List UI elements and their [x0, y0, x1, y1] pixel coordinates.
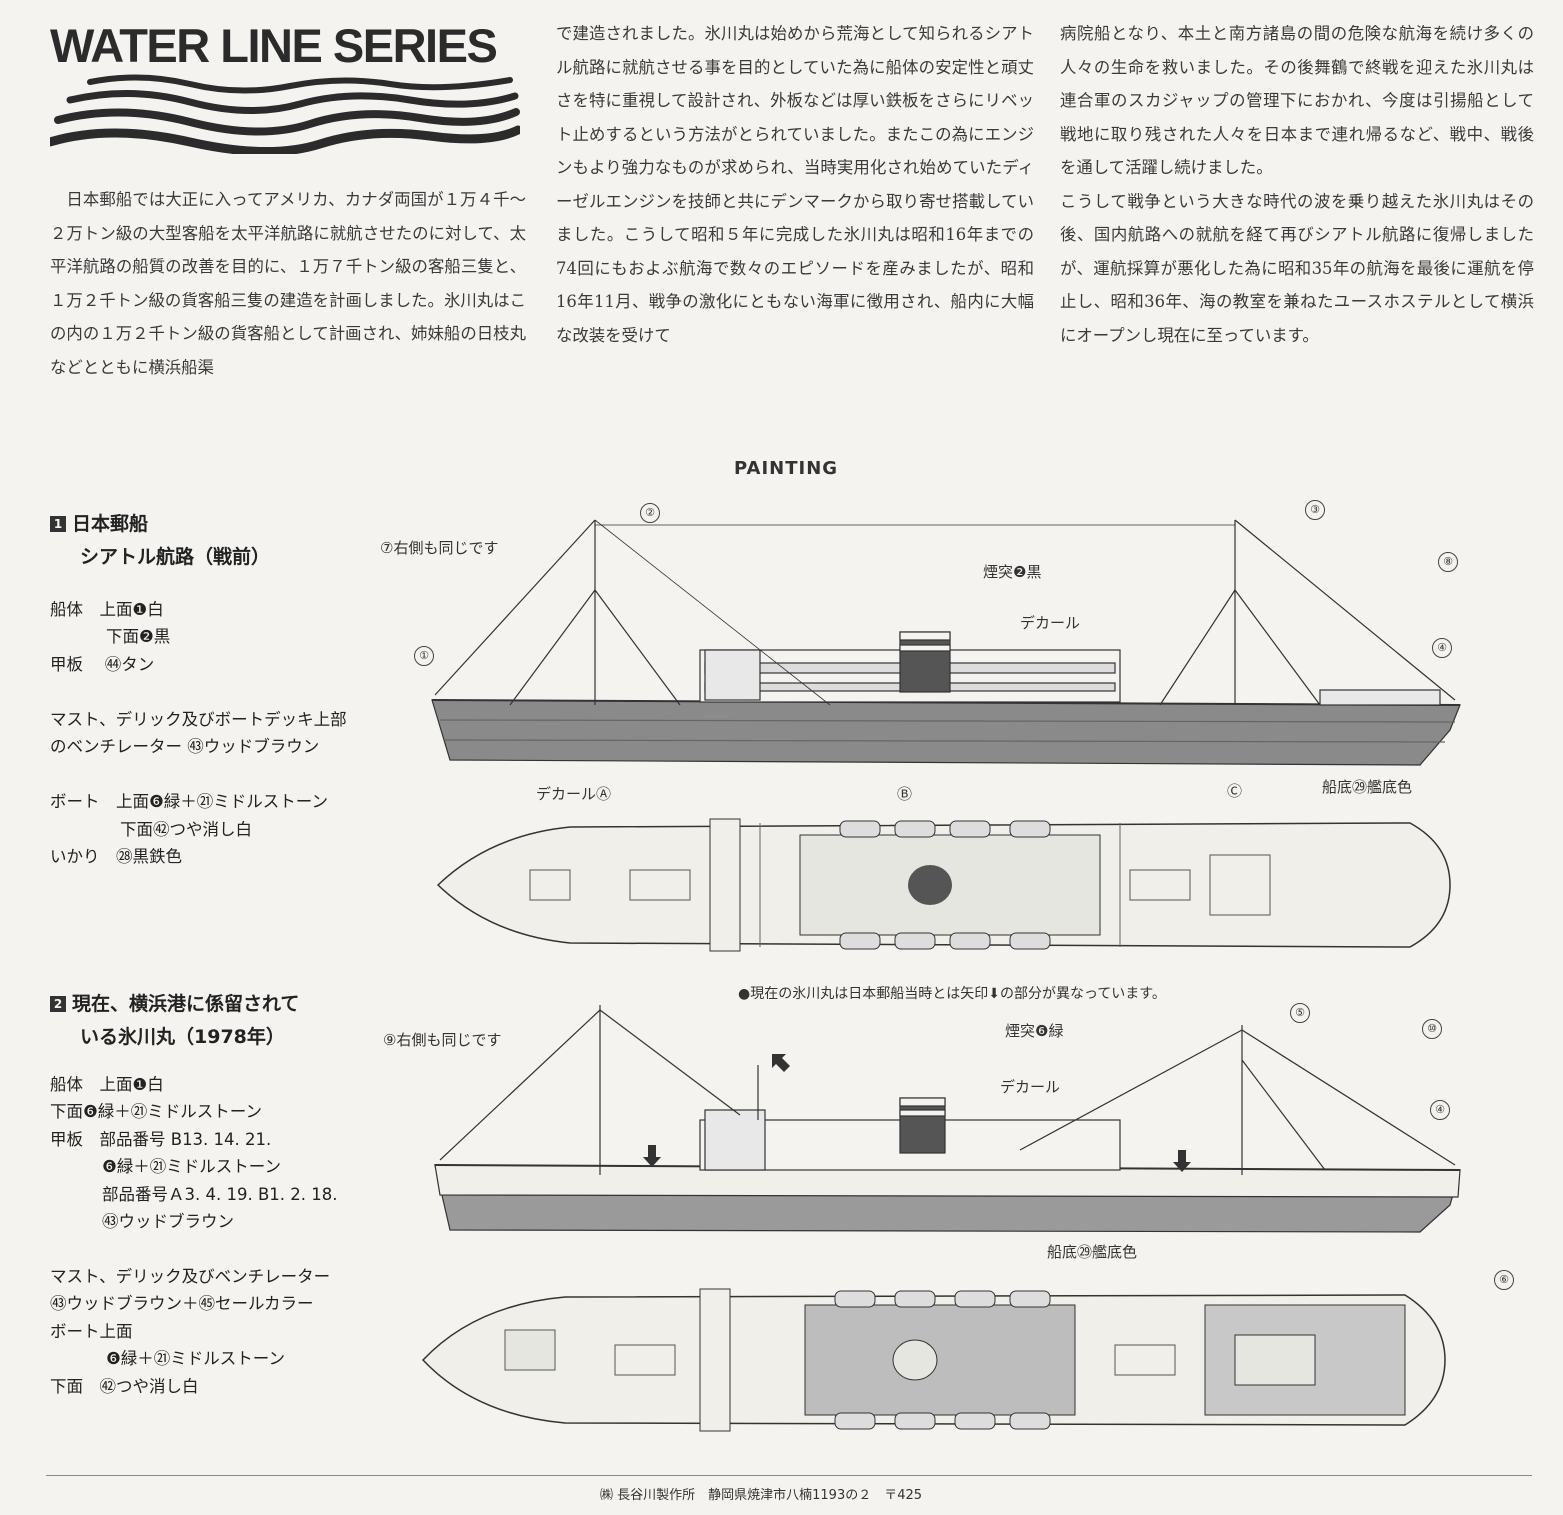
- callout-8: ⑧: [1438, 552, 1458, 572]
- spec-line: のベンチレーター ㊸ウッドブラウン: [50, 737, 320, 756]
- series-title: WATER LINE SERIES: [50, 19, 498, 72]
- wave-emblem: [50, 74, 520, 154]
- difference-note: ●現在の氷川丸は日本郵船当時とは矢印⬇の部分が異なっています。: [738, 986, 1166, 1002]
- spec-line: 下面❻緑＋㉑ミドルストーン: [50, 1102, 262, 1121]
- painting-heading: PAINTING: [734, 458, 839, 479]
- same-right-note: ⑦右側も同じです: [380, 539, 499, 557]
- spec-line: 下面❷黒: [106, 627, 171, 646]
- footer-divider: [46, 1475, 1532, 1476]
- hull-bottom-label-2: 船底㉙艦底色: [1047, 1243, 1138, 1261]
- article-column-1: 日本郵船では大正に入ってアメリカ、カナダ両国が１万４千〜２万トン級の大型客船を太…: [50, 183, 526, 384]
- spec-line: 下面㊷つや消し白: [120, 820, 252, 839]
- scheme-2-title: 現在、横浜港に係留されて: [72, 993, 300, 1015]
- spec-line: ボート 上面❻緑＋㉑ミドルストーン: [50, 792, 328, 811]
- callout-2: ②: [640, 503, 660, 523]
- ship-1-side-view: [431, 519, 1461, 766]
- spec-line: 船体 上面❶白: [50, 1075, 164, 1094]
- spec-line: ㊸ウッドブラウン: [102, 1212, 234, 1231]
- series-logo: WATER LINE SERIES: [50, 18, 520, 154]
- scheme-1-subtitle: シアトル航路（戦前）: [80, 546, 271, 568]
- article-text-3b: こうして戦争という大きな時代の波を乗り越えた氷川丸はその後、国内航路への就航を経…: [1060, 191, 1534, 345]
- spec-line: ❻緑＋㉑ミドルストーン: [102, 1157, 281, 1176]
- spec-line: 甲板 部品番号 B13. 14. 21.: [50, 1130, 272, 1149]
- ship-2-top-view: [421, 1288, 1446, 1432]
- spec-line: 船体 上面❶白: [50, 600, 164, 619]
- hull-bottom-label: 船底㉙艦底色: [1322, 778, 1413, 796]
- spec-line: ㊸ウッドブラウン＋㊺セールカラー: [50, 1294, 314, 1313]
- scheme-2-subtitle: いる氷川丸（1978年）: [80, 1026, 285, 1048]
- publisher-footer: ㈱ 長谷川製作所 静岡県焼津市八楠1193の２ 〒425: [600, 1488, 923, 1503]
- spec-line: いかり ㉘黒鉄色: [50, 847, 182, 866]
- callout-1: ①: [414, 646, 434, 666]
- scheme-2-number: 2: [50, 996, 66, 1012]
- decal-label: デカール: [1020, 614, 1081, 632]
- spec-line: ボート上面: [50, 1322, 133, 1341]
- spec-line: マスト、デリック及びボートデッキ上部: [50, 710, 347, 729]
- scheme-1-number: 1: [50, 516, 66, 532]
- spec-line: ❻緑＋㉑ミドルストーン: [106, 1349, 285, 1368]
- scheme-1-title: 日本郵船: [72, 513, 149, 535]
- decal-a-label: デカールⒶ: [536, 785, 612, 803]
- callout-10: ⑩: [1422, 1019, 1442, 1039]
- scheme-1-spec: 1 日本郵船 シアトル航路（戦前） 船体 上面❶白 下面❷黒 甲板 ㊹タン マスト…: [50, 508, 390, 868]
- callout-6: ⑥: [1494, 1270, 1514, 1290]
- article-column-2: で建造されました。氷川丸は始めから荒海として知られるシアトル航路に就航させる事を…: [556, 17, 1034, 352]
- ship-2-side-view: [434, 1005, 1461, 1233]
- decal-b-label: Ⓑ: [897, 785, 913, 803]
- funnel-color-label: 煙突❷黒: [983, 563, 1042, 581]
- callout-4: ④: [1432, 638, 1452, 658]
- callout-4b: ④: [1430, 1100, 1450, 1120]
- spec-line: マスト、デリック及びベンチレーター: [50, 1267, 331, 1286]
- spec-line: 甲板 ㊹タン: [50, 655, 155, 674]
- callout-3: ③: [1305, 500, 1325, 520]
- decal-c-label: Ⓒ: [1227, 782, 1243, 800]
- ship-1-top-view: [436, 818, 1451, 952]
- spec-line: 部品番号Ａ3. 4. 19. B1. 2. 18.: [102, 1185, 338, 1204]
- funnel-color-label-2: 煙突❻緑: [1005, 1022, 1064, 1040]
- callout-5: ⑤: [1290, 1003, 1310, 1023]
- same-right-note-2: ⑨右側も同じです: [383, 1031, 502, 1049]
- decal-label-2: デカール: [1000, 1078, 1061, 1096]
- article-column-3: 病院船となり、本土と南方諸島の間の危険な航海を続け多くの人々の生命を救いました。…: [1060, 17, 1534, 352]
- article-text-1: 日本郵船では大正に入ってアメリカ、カナダ両国が１万４千〜２万トン級の大型客船を太…: [50, 190, 526, 377]
- spec-line: 下面 ㊷つや消し白: [50, 1377, 199, 1396]
- article-text-3a: 病院船となり、本土と南方諸島の間の危険な航海を続け多くの人々の生命を救いました。…: [1060, 24, 1534, 177]
- article-text-2: で建造されました。氷川丸は始めから荒海として知られるシアトル航路に就航させる事を…: [556, 24, 1034, 345]
- scheme-2-spec: 2 現在、横浜港に係留されて いる氷川丸（1978年） 船体 上面❶白 下面❻緑＋…: [50, 988, 390, 1408]
